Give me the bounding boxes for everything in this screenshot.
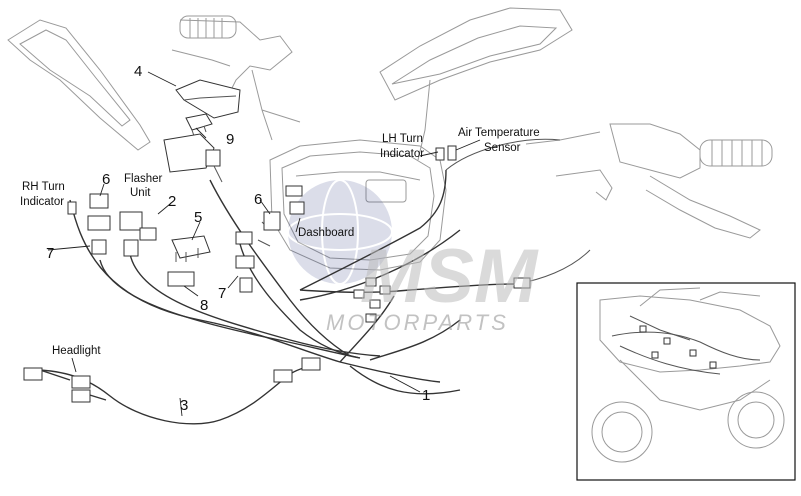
main-harness [69,138,591,395]
leader-lines [47,71,481,417]
rh-mirror [7,19,151,151]
lh-mirror [379,7,573,161]
headlight-harness [23,357,321,425]
watermark-text: MOTORPARTS [326,310,509,335]
callout-3: 3 [180,397,188,414]
callout-4: 4 [134,63,142,80]
part-9-fuse [185,113,213,137]
dashboard [269,139,447,271]
right-handlebar-brake [525,123,773,239]
air-temp-label-1: Air Temperature [458,127,540,139]
lh-turn-label-1: LH Turn [382,133,423,145]
motorparts-watermark: MSM MOTORPARTS [326,234,539,335]
rh-turn-label-2: Indicator [20,196,64,208]
callout-2: 2 [168,193,176,210]
callout-9: 9 [226,131,234,148]
dashboard-label: Dashboard [298,227,354,239]
callout-1: 1 [422,387,430,404]
part-8-block [167,271,195,287]
part-4-cover [175,79,241,119]
callout-8: 8 [200,297,208,314]
callout-7b: 7 [218,285,226,302]
inset-motorcycle [576,282,796,481]
callout-5: 5 [194,209,202,226]
headlight-label: Headlight [52,345,101,357]
relays-left [87,193,157,257]
globe-watermark [287,179,393,285]
text-labels: RH Turn Indicator Flasher Unit Headlight… [20,127,540,357]
air-temp-label-2: Sensor [484,142,521,154]
callout-numbers: 4 9 2 5 8 6 6 7 7 1 3 [46,63,430,414]
callout-6b: 6 [254,191,262,208]
rh-turn-label-1: RH Turn [22,181,65,193]
lh-sensor-connectors [67,145,457,215]
callout-7a: 7 [46,245,54,262]
lh-turn-label-2: Indicator [380,148,424,160]
watermark-logo: MSM [360,234,539,319]
flasher-label-2: Unit [130,187,151,199]
part-5-relay [171,235,211,262]
flasher-label-1: Flasher [124,173,163,185]
fuse-box [163,133,223,183]
left-handlebar-switch [171,15,301,141]
callout-6a: 6 [102,171,110,188]
relays-right [235,185,305,293]
